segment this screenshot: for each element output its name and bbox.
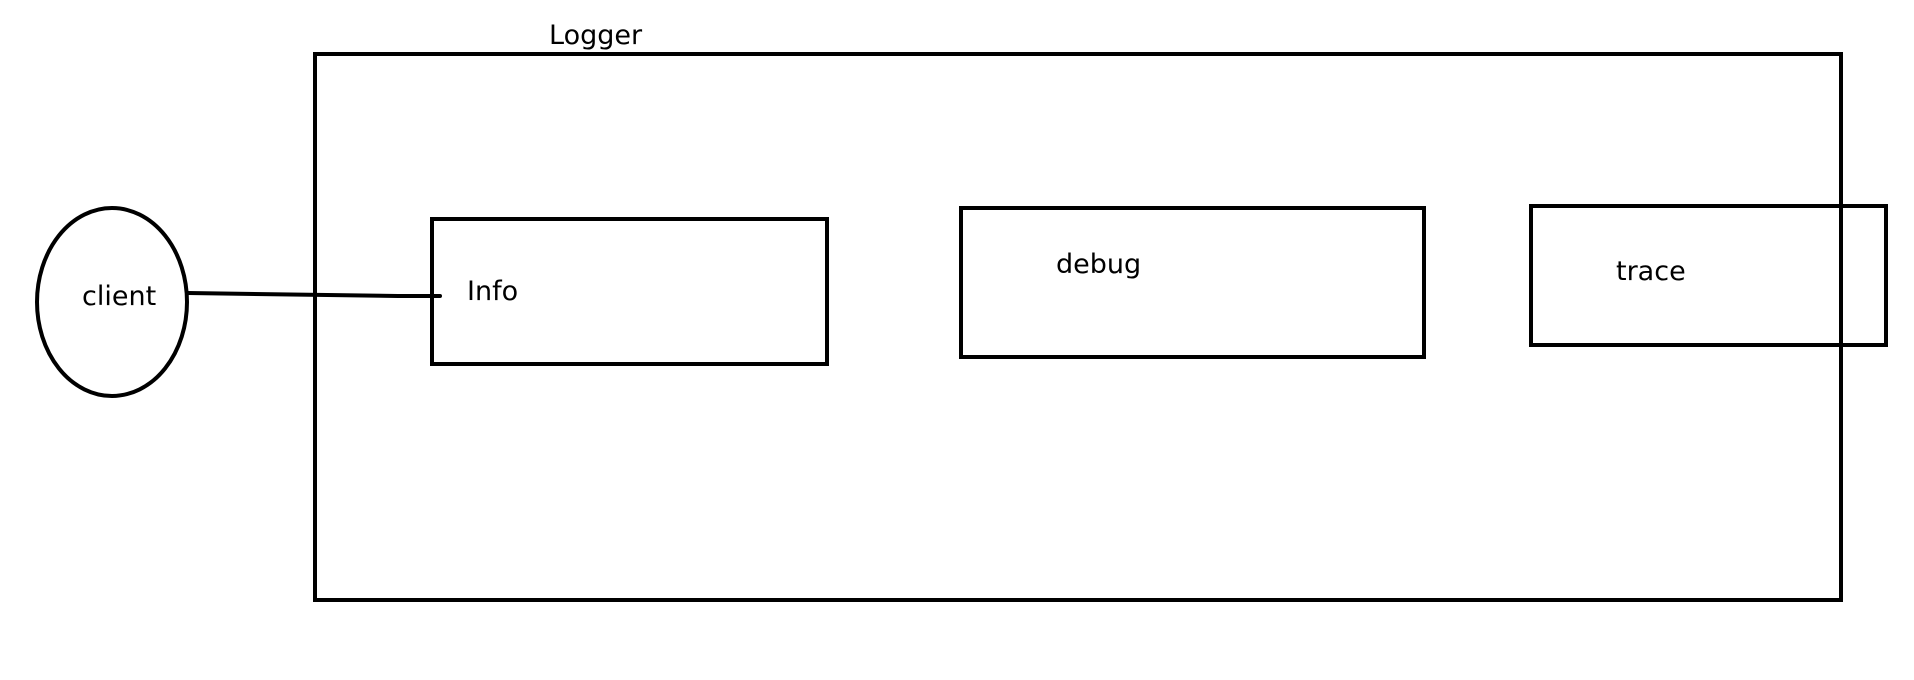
logger-title: Logger <box>549 20 643 51</box>
debug-label: debug <box>1056 249 1141 280</box>
client-label: client <box>82 281 156 312</box>
trace-label: trace <box>1616 256 1686 287</box>
client-to-info-connector <box>186 291 442 298</box>
info-box <box>430 217 829 366</box>
trace-box <box>1529 204 1888 347</box>
logger-container <box>313 52 1843 602</box>
client-node <box>35 206 189 398</box>
info-label: Info <box>467 276 518 307</box>
debug-box <box>959 206 1426 359</box>
